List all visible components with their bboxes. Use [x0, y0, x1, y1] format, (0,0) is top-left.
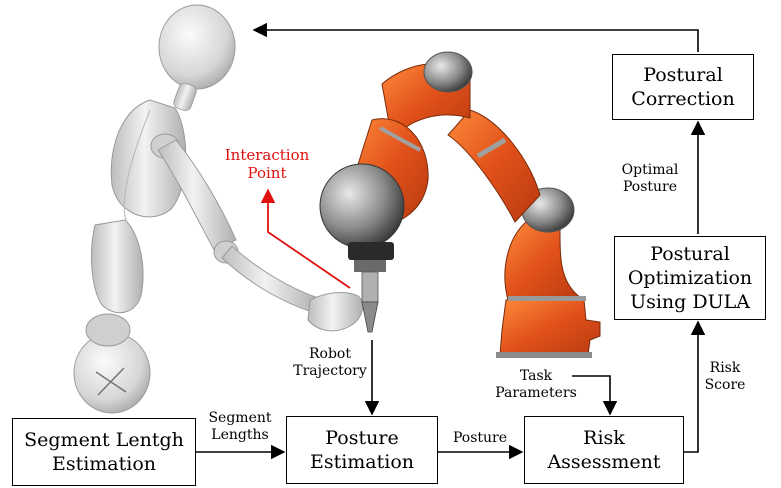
node-correction-line2: Correction [631, 88, 735, 110]
label-segment-lengths-line1: Segment [208, 410, 272, 426]
node-optimization-line1: Postural [650, 243, 730, 265]
label-task-parameters: Task Parameters [486, 368, 586, 402]
node-postural-correction: Postural Correction [612, 54, 754, 120]
robot-arm [319, 51, 601, 358]
node-segment-line1: Segment Lentgh [24, 429, 184, 451]
node-segment-line2: Estimation [51, 453, 157, 475]
label-optimal-posture-line2: Posture [622, 179, 678, 195]
node-correction-line1: Postural [643, 64, 723, 86]
node-posture-estimation: Posture Estimation [286, 416, 438, 484]
label-robot-trajectory-line1: Robot [309, 346, 351, 362]
node-optimization-line3: Using DULA [630, 291, 750, 313]
node-posture-line1: Posture [325, 427, 399, 449]
label-interaction-point: Interaction Point [212, 146, 322, 182]
label-posture: Posture [440, 430, 520, 447]
label-segment-lengths: Segment Lengths [200, 410, 280, 444]
label-robot-trajectory: Robot Trajectory [290, 346, 370, 380]
label-posture-text: Posture [452, 430, 508, 446]
label-robot-trajectory-line2: Trajectory [293, 363, 367, 379]
node-segment-length-estimation: Segment Lentgh Estimation [12, 418, 196, 486]
arrow-task-to-risk [572, 375, 618, 416]
node-posture-line2: Estimation [309, 451, 415, 473]
mannequin-figure [73, 4, 364, 414]
interaction-point-arrow [260, 188, 351, 289]
node-risk-line1: Risk [583, 427, 625, 449]
node-risk-assessment: Risk Assessment [524, 416, 684, 484]
arrow-correction-to-human [252, 22, 699, 52]
node-optimization-line2: Optimization [627, 267, 753, 289]
label-optimal-posture: Optimal Posture [608, 162, 692, 196]
label-task-parameters-line2: Parameters [495, 385, 577, 401]
label-optimal-posture-line1: Optimal [621, 162, 679, 178]
arrow-risk-to-optimization [684, 320, 706, 453]
label-interaction-point-line2: Point [247, 164, 287, 182]
label-risk-score-line2: Score [704, 377, 746, 393]
node-risk-line2: Assessment [547, 451, 661, 473]
label-segment-lengths-line2: Lengths [211, 427, 269, 443]
label-risk-score-line1: Risk [709, 360, 741, 376]
node-postural-optimization: Postural Optimization Using DULA [614, 236, 766, 320]
label-task-parameters-line1: Task [519, 368, 553, 384]
label-risk-score: Risk Score [700, 360, 750, 394]
label-interaction-point-line1: Interaction [224, 146, 310, 164]
